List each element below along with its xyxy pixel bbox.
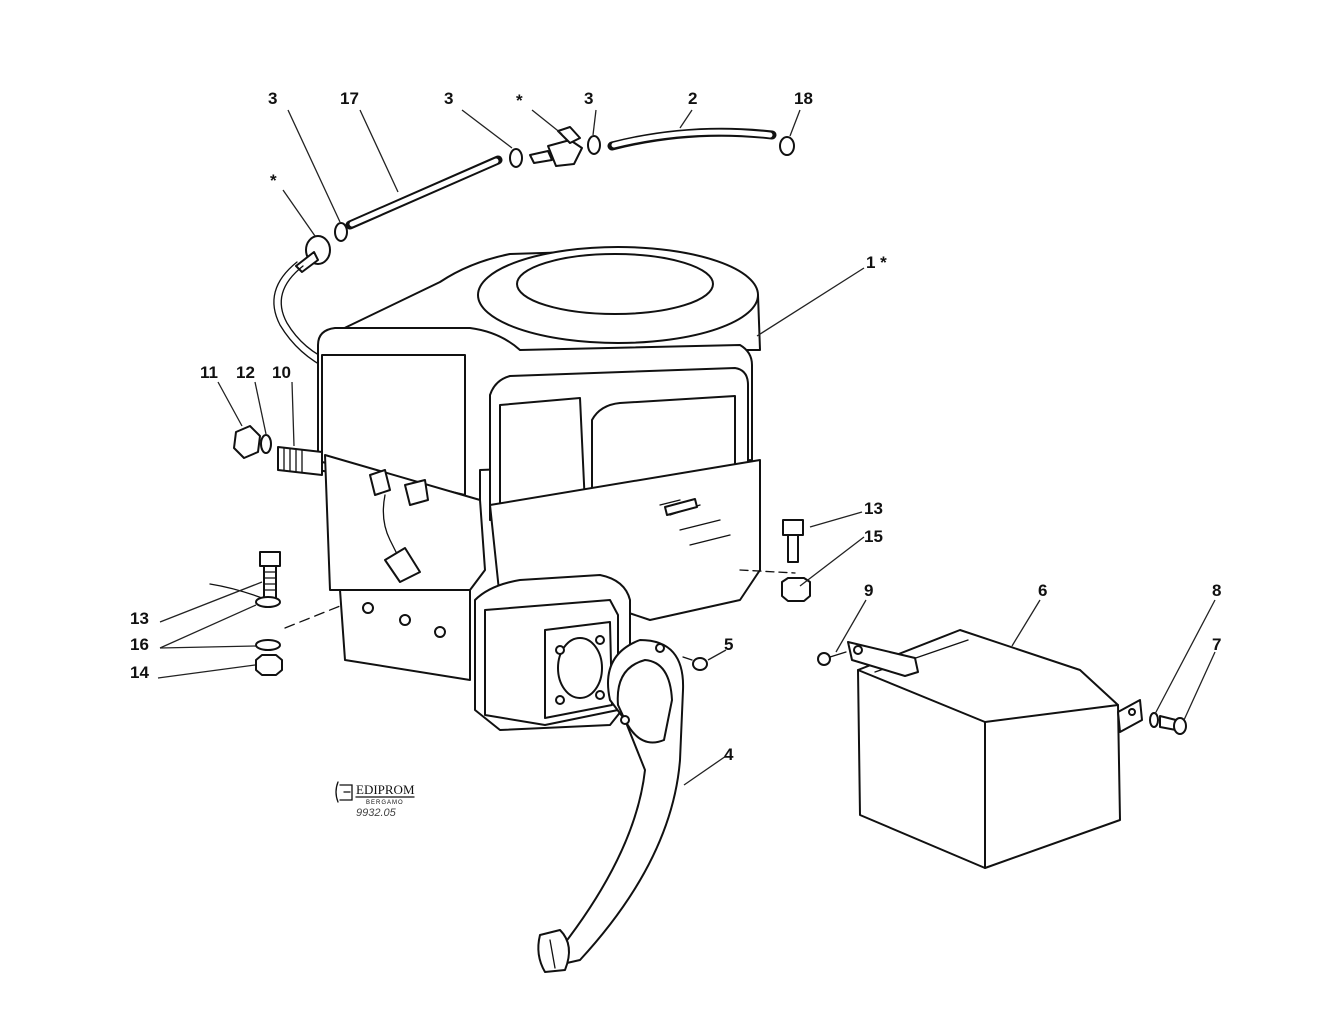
hose-clamp bbox=[587, 135, 601, 155]
screw-5 bbox=[682, 656, 708, 671]
callout-16: 16 bbox=[130, 635, 149, 654]
stud-and-nut-10-11-12 bbox=[233, 425, 323, 476]
callout-2: 2 bbox=[688, 89, 697, 108]
washer-12 bbox=[260, 434, 272, 454]
callout-17: 17 bbox=[340, 89, 359, 108]
fuel-line-assembly bbox=[273, 126, 795, 371]
hose-clamp bbox=[779, 136, 795, 156]
muffler-bracket bbox=[847, 641, 919, 677]
nut-11 bbox=[233, 425, 261, 459]
callout-4: 4 bbox=[724, 745, 734, 764]
callout-13: 13 bbox=[864, 499, 883, 518]
callout-18: 18 bbox=[794, 89, 813, 108]
callout-1-star: 1 * bbox=[866, 253, 887, 272]
muffler-6 bbox=[847, 629, 1143, 869]
bolt-13-right bbox=[782, 519, 804, 536]
washer-16 bbox=[255, 596, 281, 608]
exhaust-pipe-4 bbox=[537, 639, 685, 973]
fuel-filter bbox=[295, 235, 331, 273]
nut-14 bbox=[255, 654, 283, 676]
callout-12: 12 bbox=[236, 363, 255, 382]
callout-11: 11 bbox=[200, 363, 218, 382]
callout-8: 8 bbox=[1212, 581, 1221, 600]
callout-5: 5 bbox=[724, 635, 733, 654]
callout-7: 7 bbox=[1212, 635, 1221, 654]
callout-labels: 3 17 3 * 3 2 18 * 1 * 11 12 10 13 15 9 6… bbox=[130, 89, 1221, 764]
callout-star: * bbox=[270, 171, 277, 190]
hose-clamp bbox=[509, 148, 523, 168]
callout-15: 15 bbox=[864, 527, 883, 546]
hose-clamp bbox=[334, 222, 348, 242]
callout-3: 3 bbox=[584, 89, 593, 108]
leader-lines bbox=[157, 109, 1216, 786]
bolt-7 bbox=[1159, 715, 1187, 735]
bolt-13-left bbox=[259, 551, 281, 567]
callout-star: * bbox=[516, 91, 523, 110]
callout-9: 9 bbox=[864, 581, 873, 600]
callout-14: 14 bbox=[130, 663, 149, 682]
callout-13: 13 bbox=[130, 609, 149, 628]
callout-10: 10 bbox=[272, 363, 291, 382]
left-mounting-hardware bbox=[209, 551, 341, 676]
washer-8 bbox=[1149, 712, 1159, 728]
fuel-line-to-carb bbox=[273, 261, 331, 371]
threaded-stud-10 bbox=[277, 446, 323, 476]
washer-16 bbox=[255, 639, 281, 651]
callout-3: 3 bbox=[268, 89, 277, 108]
callout-3: 3 bbox=[444, 89, 453, 108]
publisher-city: BERGAMO bbox=[366, 800, 404, 806]
drawing-code: 9932.05 bbox=[356, 807, 397, 819]
publisher-name: EDIPROM bbox=[356, 782, 415, 797]
screw-9 bbox=[817, 651, 847, 666]
callout-6: 6 bbox=[1038, 581, 1047, 600]
publisher-logo: EDIPROM BERGAMO 9932.05 bbox=[335, 781, 415, 819]
fuel-fitting bbox=[529, 126, 583, 167]
engine-1 bbox=[317, 246, 761, 731]
